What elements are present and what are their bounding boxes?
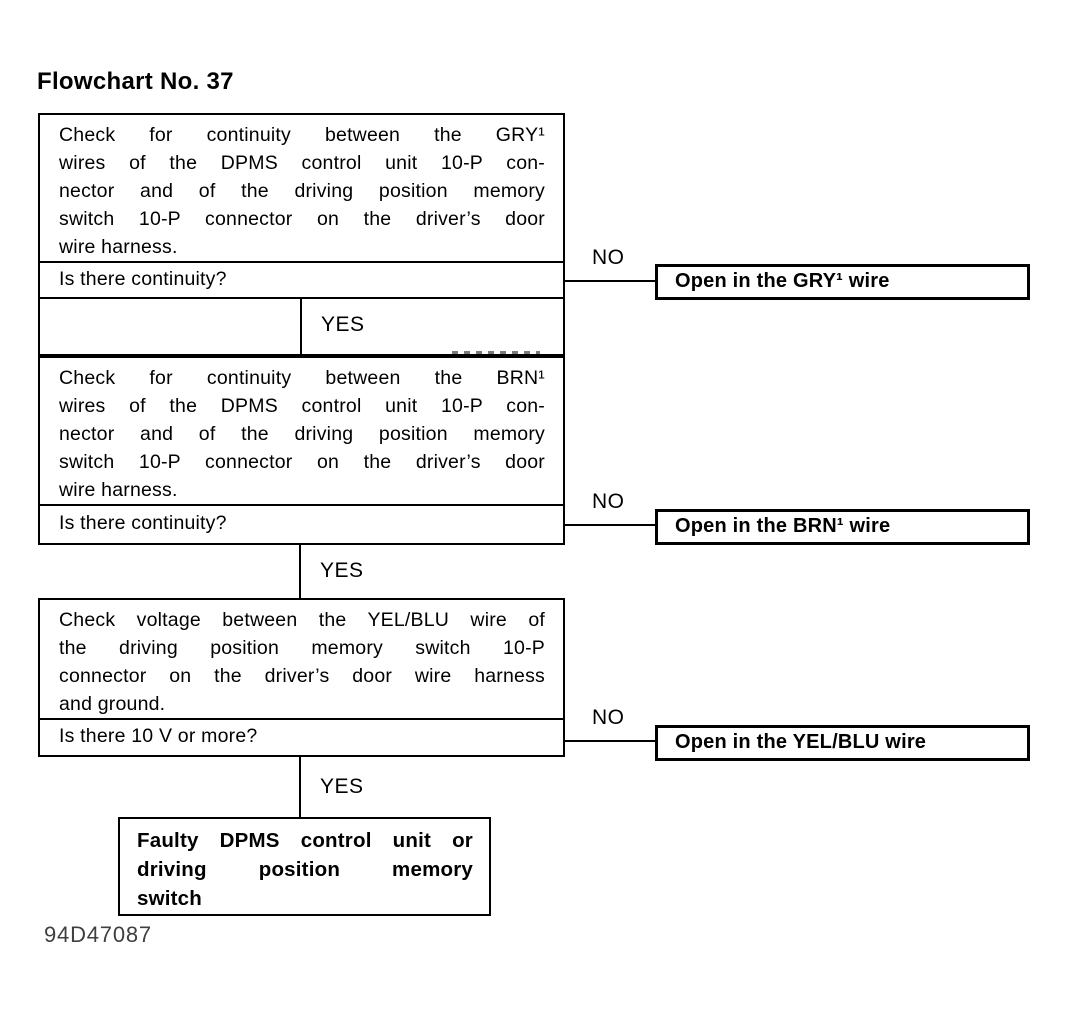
step-2-question: Is there continuity?	[59, 512, 227, 534]
step-3-question: Is there 10 V or more?	[59, 725, 258, 747]
final-result-line: Faulty DPMS control unit or	[137, 829, 473, 852]
statement-line: Check voltage between the YEL/BLU wire o…	[59, 609, 545, 631]
no-label-2: NO	[592, 490, 625, 513]
step-3-statement: Check voltage between the YEL/BLU wire o…	[40, 600, 563, 720]
statement-line: wires of the DPMS control unit 10-P con-	[59, 152, 545, 174]
statement-line: Check for continuity between the GRY¹	[59, 124, 545, 146]
statement-line: switch 10-P connector on the driver’s do…	[59, 451, 545, 473]
final-result-box: Faulty DPMS control unit or driving posi…	[118, 817, 491, 916]
step-box-continuity-brn: Check for continuity between the BRN¹ wi…	[38, 356, 565, 545]
statement-line: switch 10-P connector on the driver’s do…	[59, 208, 545, 230]
final-result-line: switch	[137, 887, 202, 910]
step-1-statement: Check for continuity between the GRY¹ wi…	[40, 115, 563, 263]
page-title: Flowchart No. 37	[37, 68, 234, 95]
statement-line: wires of the DPMS control unit 10-P con-	[59, 395, 545, 417]
step-1-question: Is there continuity?	[40, 263, 563, 299]
result-box-open-gry-wire: Open in the GRY¹ wire	[655, 264, 1030, 300]
no-label-1: NO	[592, 246, 625, 269]
step-box-voltage-yel-blu: Check voltage between the YEL/BLU wire o…	[38, 598, 565, 757]
statement-line: wire harness.	[59, 236, 178, 258]
statement-line: Check for continuity between the BRN¹	[59, 367, 545, 389]
no-label-3: NO	[592, 706, 625, 729]
result-box-open-brn-wire: Open in the BRN¹ wire	[655, 509, 1030, 545]
step-2-statement: Check for continuity between the BRN¹ wi…	[40, 358, 563, 506]
step-1-yes-row: YES	[40, 299, 563, 354]
statement-line: the driving position memory switch 10-P	[59, 637, 545, 659]
yes-connector-line-3	[299, 757, 301, 817]
no-connector-line-1	[565, 280, 655, 282]
no-connector-line-3	[565, 740, 655, 742]
result-box-open-yel-blu-wire: Open in the YEL/BLU wire	[655, 725, 1030, 761]
statement-line: nector and of the driving position memor…	[59, 423, 545, 445]
final-result-line: driving position memory	[137, 858, 473, 881]
step-box-continuity-gry: Check for continuity between the GRY¹ wi…	[38, 113, 565, 356]
no-connector-line-2	[565, 524, 655, 526]
statement-line: nector and of the driving position memor…	[59, 180, 545, 202]
yes-connector-line-2	[299, 545, 301, 598]
scan-artifact	[452, 351, 540, 354]
statement-line: and ground.	[59, 693, 166, 715]
yes-label-3: YES	[320, 775, 364, 798]
statement-line: connector on the driver’s door wire harn…	[59, 665, 545, 687]
document-code: 94D47087	[44, 922, 152, 947]
yes-divider-line	[300, 299, 302, 354]
statement-line: wire harness.	[59, 479, 178, 501]
yes-label-2: YES	[320, 559, 364, 582]
yes-label: YES	[321, 313, 365, 336]
